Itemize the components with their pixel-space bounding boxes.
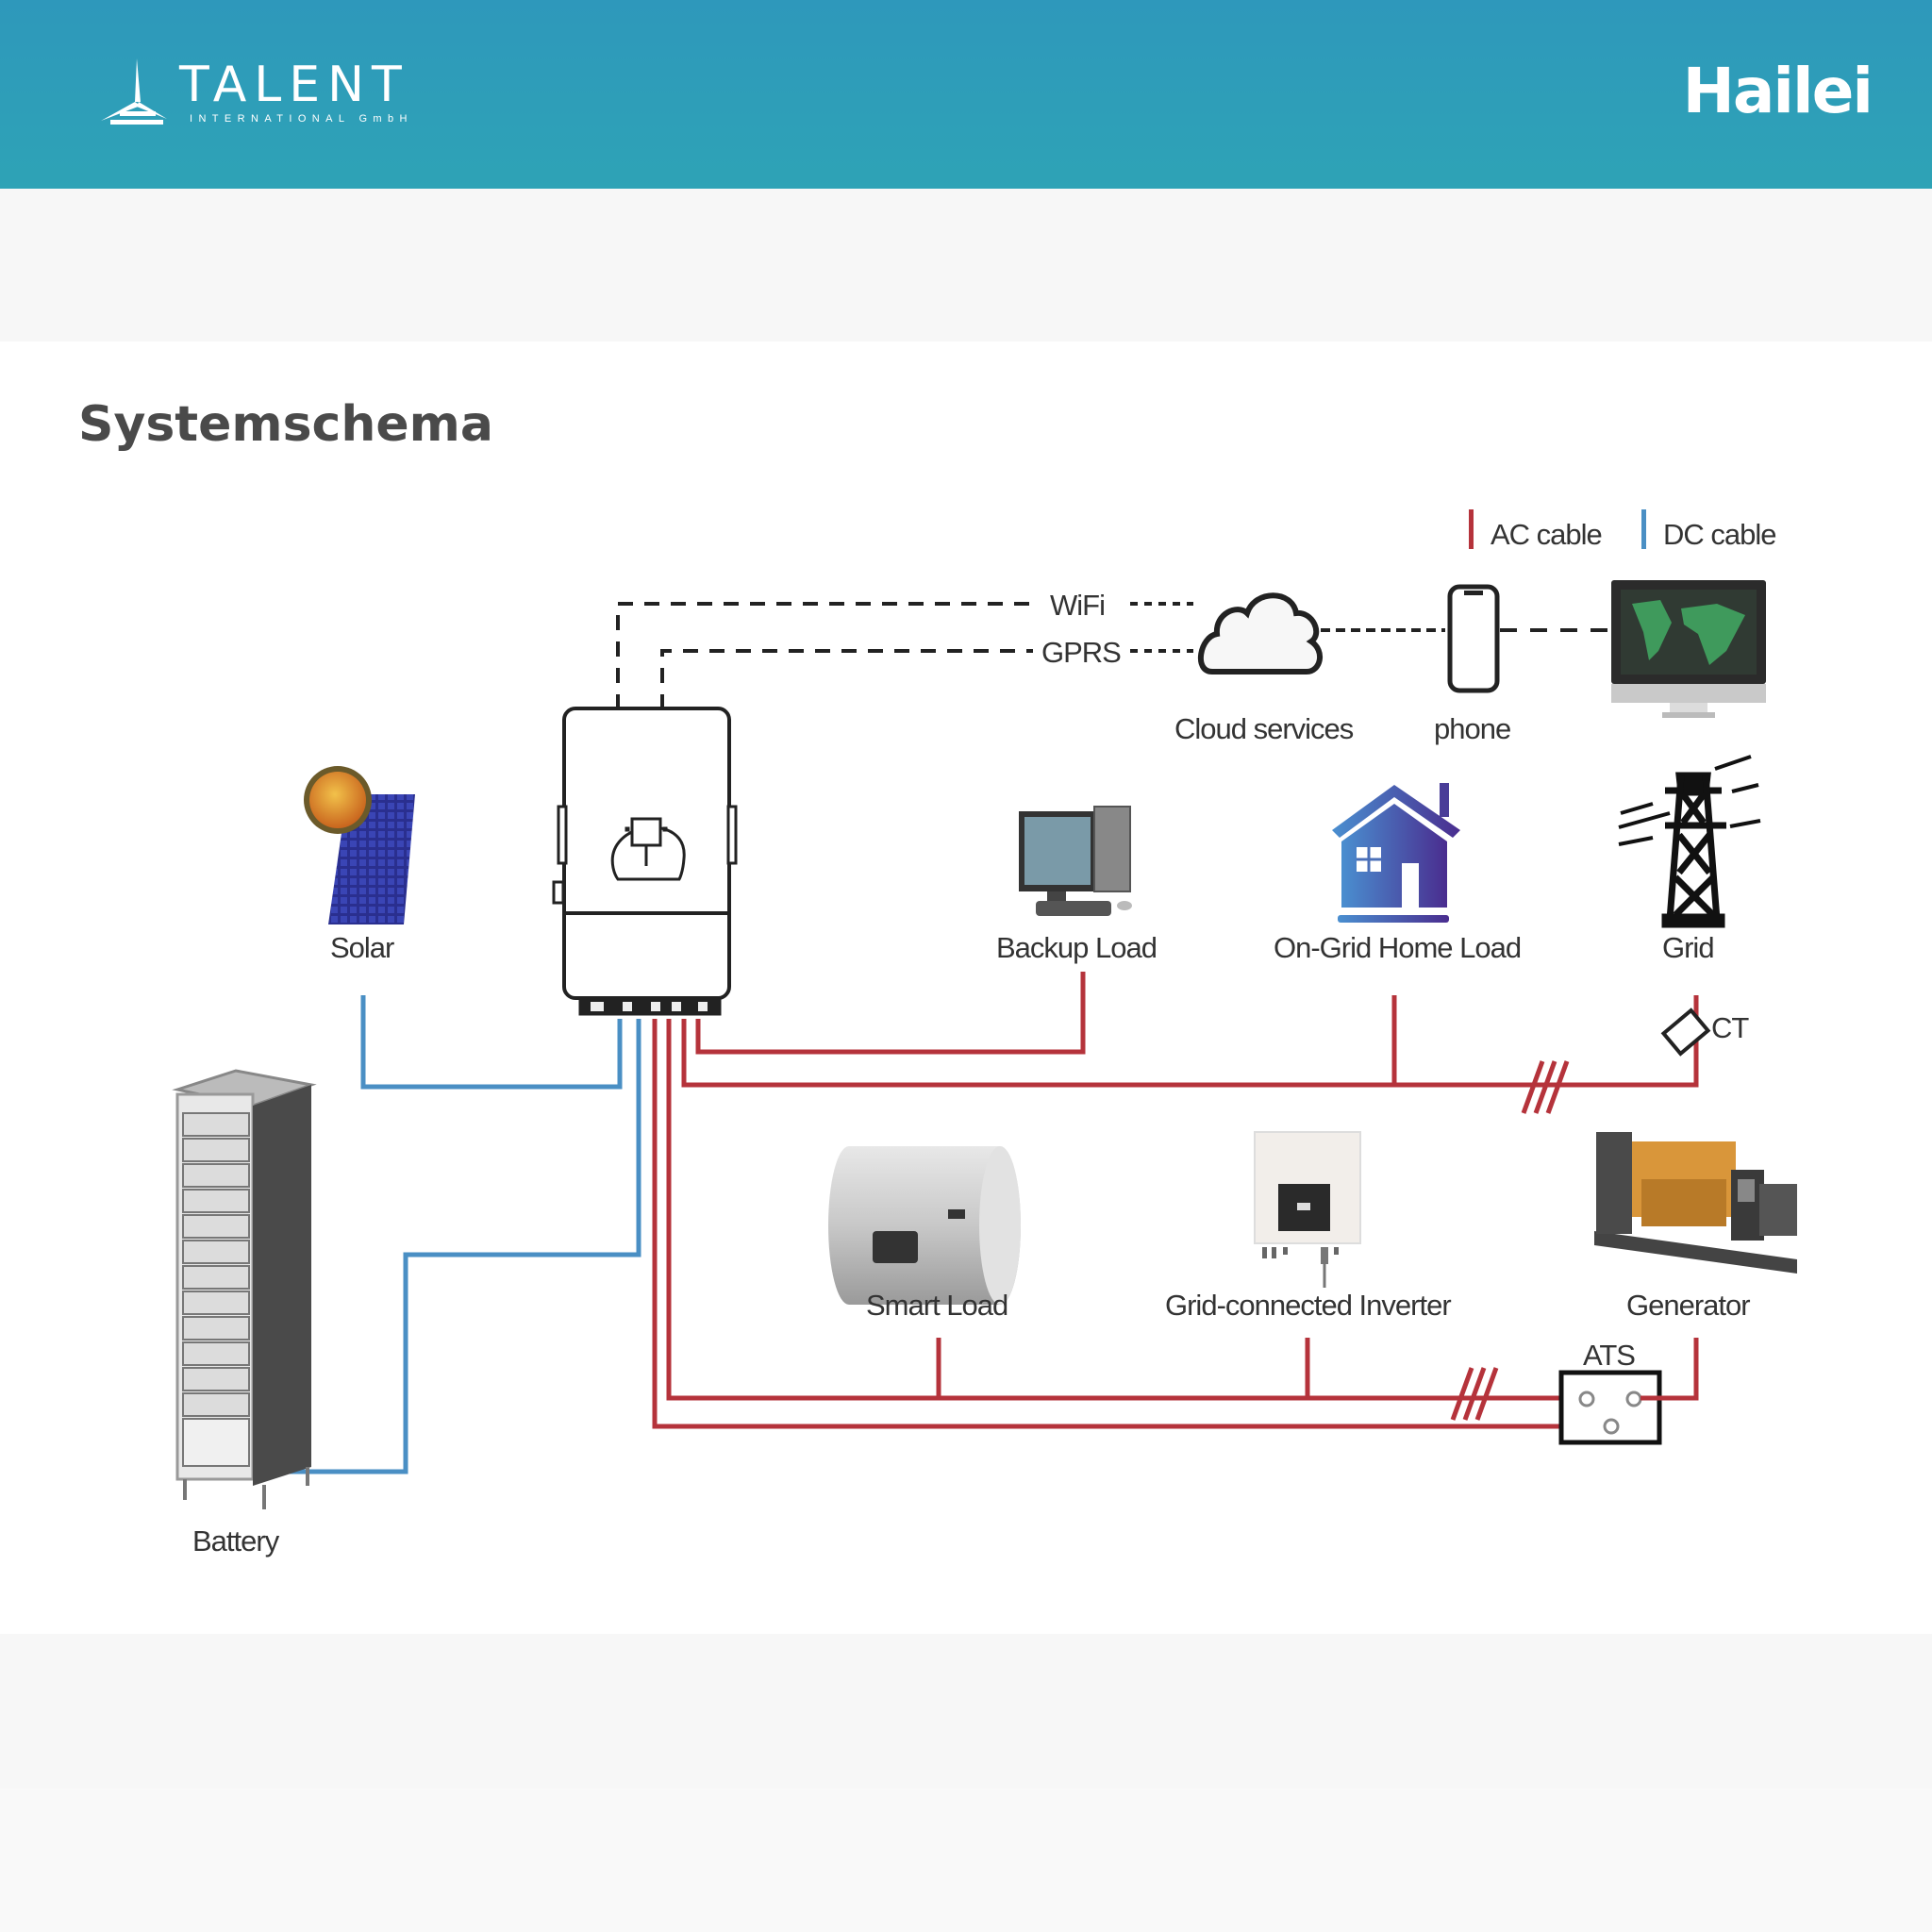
legend-dc-label: DC cable [1663,518,1776,551]
wifi-link [616,602,1033,709]
smart-load-ac-cable [652,1019,1611,1429]
legend: AC cable DC cable [1469,509,1777,551]
legend-dc-swatch [1641,509,1646,549]
battery-label: Battery [192,1524,280,1557]
backup-load-label: Backup Load [996,931,1157,964]
header-bar: TALENT INTERNATIONAL GmbH Hailei [0,0,1932,189]
spacer-band [0,189,1932,341]
section-title: Systemschema [78,396,493,453]
ct-label: CT [1711,1011,1749,1044]
home-icon [1332,783,1460,923]
ats-label: ATS [1583,1339,1635,1372]
grid-inverter-icon [1254,1131,1361,1288]
three-phase-mark-bottom [1450,1367,1499,1421]
legend-ac-swatch [1469,509,1474,549]
cloud-label: Cloud services [1174,712,1354,745]
talent-logo[interactable]: TALENT INTERNATIONAL GmbH [99,57,420,132]
cloud-icon [1197,592,1323,675]
water-heater-icon [828,1146,1021,1305]
phone-label: phone [1434,712,1510,745]
solar-label: Solar [330,931,394,964]
three-phase-mark-top [1521,1060,1570,1114]
phone-icon [1447,584,1500,693]
grid-inverter-label: Grid-connected Inverter [1165,1289,1451,1322]
power-tower-icon [1618,755,1761,928]
grid-label: Grid [1662,931,1714,964]
grid-ac-cable [681,995,1699,1088]
solar-panel-icon [304,766,415,924]
on-grid-home-load-label: On-Grid Home Load [1274,931,1521,964]
talent-tower-icon [101,58,167,125]
gprs-link [660,649,1033,709]
backup-load-ac-cable [695,972,1086,1055]
hybrid-inverter-icon[interactable] [552,707,738,1016]
gprs-label: GPRS [1041,636,1121,669]
legend-ac-label: AC cable [1491,518,1602,551]
hailei-logo[interactable]: Hailei [1682,55,1874,127]
solar-dc-cable [360,995,623,1090]
talent-subtitle: INTERNATIONAL GmbH [190,113,413,125]
generator-label: Generator [1626,1289,1750,1322]
communication-links [616,602,1608,709]
backup-load-computer-icon [1019,806,1132,916]
wifi-label: WiFi [1050,589,1105,622]
ats-switch [1558,1370,1696,1445]
battery-rack-icon [172,1069,317,1509]
ct-sensor-icon [1660,1008,1711,1057]
footer-band-lower [0,1789,1932,1932]
monitor-icon [1611,580,1766,718]
dc-cables [238,995,641,1474]
battery-dc-cable [238,1019,641,1474]
ac-cables [652,972,1699,1429]
smart-load-label: Smart Load [866,1289,1008,1322]
talent-wordmark: TALENT [179,57,409,113]
generator-ac-cable [666,1019,1587,1401]
generator-icon [1594,1132,1797,1274]
